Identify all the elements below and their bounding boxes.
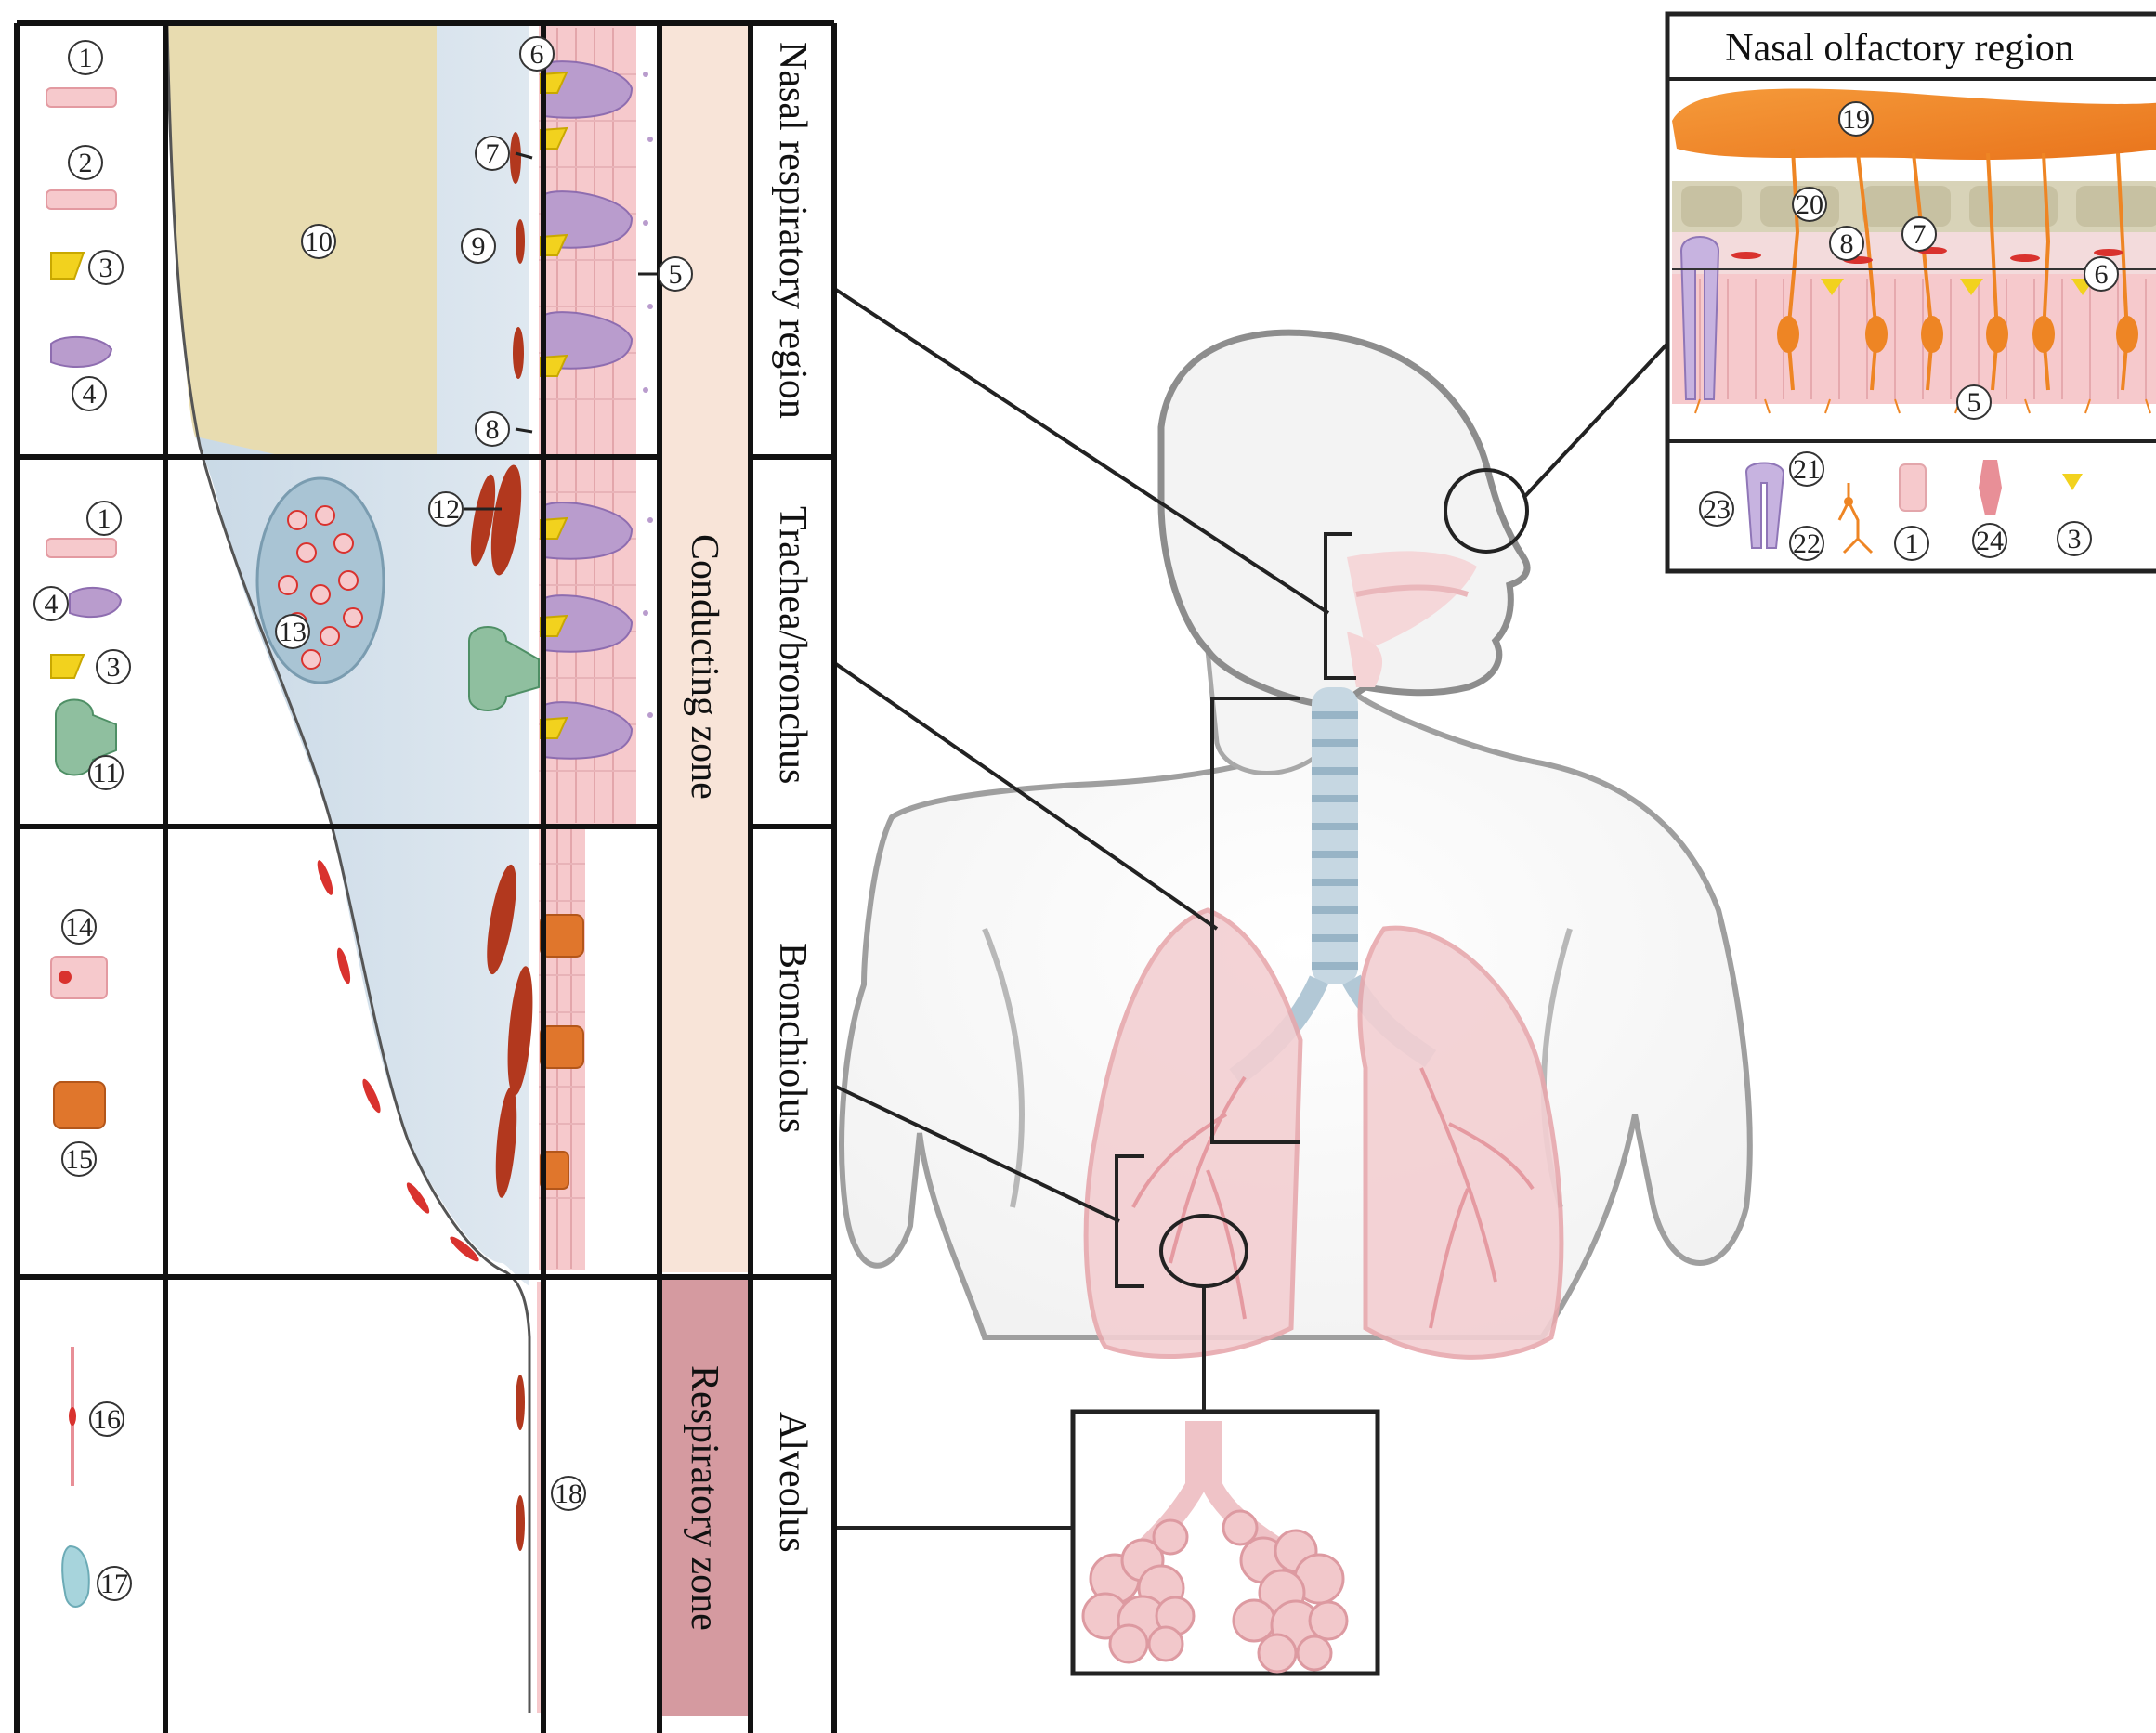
label-circle: 3 bbox=[2058, 522, 2091, 555]
svg-text:11: 11 bbox=[93, 758, 120, 788]
svg-text:5: 5 bbox=[669, 259, 683, 290]
svg-text:1: 1 bbox=[79, 43, 93, 73]
label-circle: 4 bbox=[72, 377, 106, 410]
svg-text:7: 7 bbox=[1913, 219, 1927, 250]
label-circle: 24 bbox=[1973, 524, 2006, 557]
alveoli-inset bbox=[1073, 1412, 1378, 1674]
region-nasal-respiratory: Nasal respiratory region bbox=[771, 42, 814, 419]
label-circle: 23 bbox=[1700, 492, 1733, 526]
svg-text:20: 20 bbox=[1796, 189, 1823, 220]
svg-text:3: 3 bbox=[107, 652, 121, 683]
region-alveolus: Alveolus bbox=[771, 1412, 814, 1553]
svg-text:4: 4 bbox=[83, 379, 97, 410]
svg-text:1: 1 bbox=[98, 503, 111, 534]
svg-text:14: 14 bbox=[65, 912, 93, 943]
label-circle: 7 bbox=[1902, 217, 1936, 251]
svg-text:16: 16 bbox=[93, 1404, 121, 1435]
svg-text:10: 10 bbox=[305, 227, 333, 257]
svg-text:8: 8 bbox=[1840, 228, 1854, 259]
svg-text:4: 4 bbox=[45, 589, 59, 619]
label-circle: 20 bbox=[1793, 188, 1826, 221]
region-trachea-bronchus: Trachea/bronchus bbox=[771, 506, 814, 784]
label-circle: 6 bbox=[2084, 257, 2118, 291]
label-circle: 18 bbox=[552, 1477, 585, 1510]
label-circle: 1 bbox=[1895, 527, 1928, 560]
label-circle: 7 bbox=[476, 137, 509, 170]
zone-respiratory-label: Respiratory zone bbox=[683, 1365, 725, 1631]
svg-text:22: 22 bbox=[1793, 528, 1821, 559]
label-circle: 6 bbox=[520, 37, 554, 71]
label-circle: 1 bbox=[69, 41, 102, 74]
label-circle: 5 bbox=[659, 257, 692, 291]
svg-text:24: 24 bbox=[1976, 526, 2004, 556]
svg-text:9: 9 bbox=[472, 231, 486, 262]
svg-text:18: 18 bbox=[555, 1479, 582, 1509]
label-circle: 9 bbox=[462, 229, 495, 263]
label-circle: 4 bbox=[34, 587, 68, 620]
label-circle: 12 bbox=[429, 492, 463, 526]
svg-text:15: 15 bbox=[65, 1144, 93, 1175]
label-circle: 13 bbox=[276, 615, 309, 648]
svg-text:6: 6 bbox=[2095, 259, 2109, 290]
label-circle: 22 bbox=[1790, 527, 1823, 560]
svg-text:5: 5 bbox=[1967, 387, 1981, 418]
label-circle: 2 bbox=[69, 146, 102, 179]
svg-text:6: 6 bbox=[530, 39, 544, 70]
label-circle: 19 bbox=[1839, 102, 1873, 136]
zone-conducting-label: Conducting zone bbox=[683, 534, 725, 800]
svg-text:13: 13 bbox=[279, 617, 307, 647]
svg-text:3: 3 bbox=[99, 253, 113, 283]
svg-text:2: 2 bbox=[79, 148, 93, 178]
olfactory-inset bbox=[1667, 14, 2156, 571]
label-circle: 3 bbox=[89, 251, 123, 284]
label-circle: 21 bbox=[1790, 452, 1823, 486]
region-bronchiolus: Bronchiolus bbox=[771, 943, 814, 1133]
label-circle: 17 bbox=[98, 1567, 131, 1600]
svg-text:3: 3 bbox=[2068, 524, 2082, 554]
label-circle: 15 bbox=[62, 1142, 96, 1176]
label-circle: 16 bbox=[90, 1402, 124, 1436]
svg-text:8: 8 bbox=[486, 414, 500, 445]
label-circle: 5 bbox=[1957, 385, 1991, 419]
svg-text:23: 23 bbox=[1703, 494, 1731, 525]
svg-text:21: 21 bbox=[1793, 454, 1821, 485]
label-circle: 11 bbox=[89, 756, 123, 789]
label-circle: 8 bbox=[1830, 227, 1863, 260]
legend-icons bbox=[46, 88, 121, 1607]
svg-text:19: 19 bbox=[1842, 104, 1870, 135]
label-circle: 1 bbox=[87, 502, 121, 535]
svg-text:12: 12 bbox=[432, 494, 460, 525]
label-circle: 8 bbox=[476, 412, 509, 446]
svg-text:7: 7 bbox=[486, 138, 500, 169]
inset-title: Nasal olfactory region bbox=[1725, 27, 2074, 70]
svg-text:1: 1 bbox=[1905, 528, 1919, 559]
label-circle: 10 bbox=[302, 225, 335, 258]
label-circle: 14 bbox=[62, 910, 96, 944]
label-circle: 3 bbox=[97, 650, 130, 684]
svg-text:17: 17 bbox=[100, 1569, 128, 1599]
histology-panel bbox=[167, 26, 661, 1713]
